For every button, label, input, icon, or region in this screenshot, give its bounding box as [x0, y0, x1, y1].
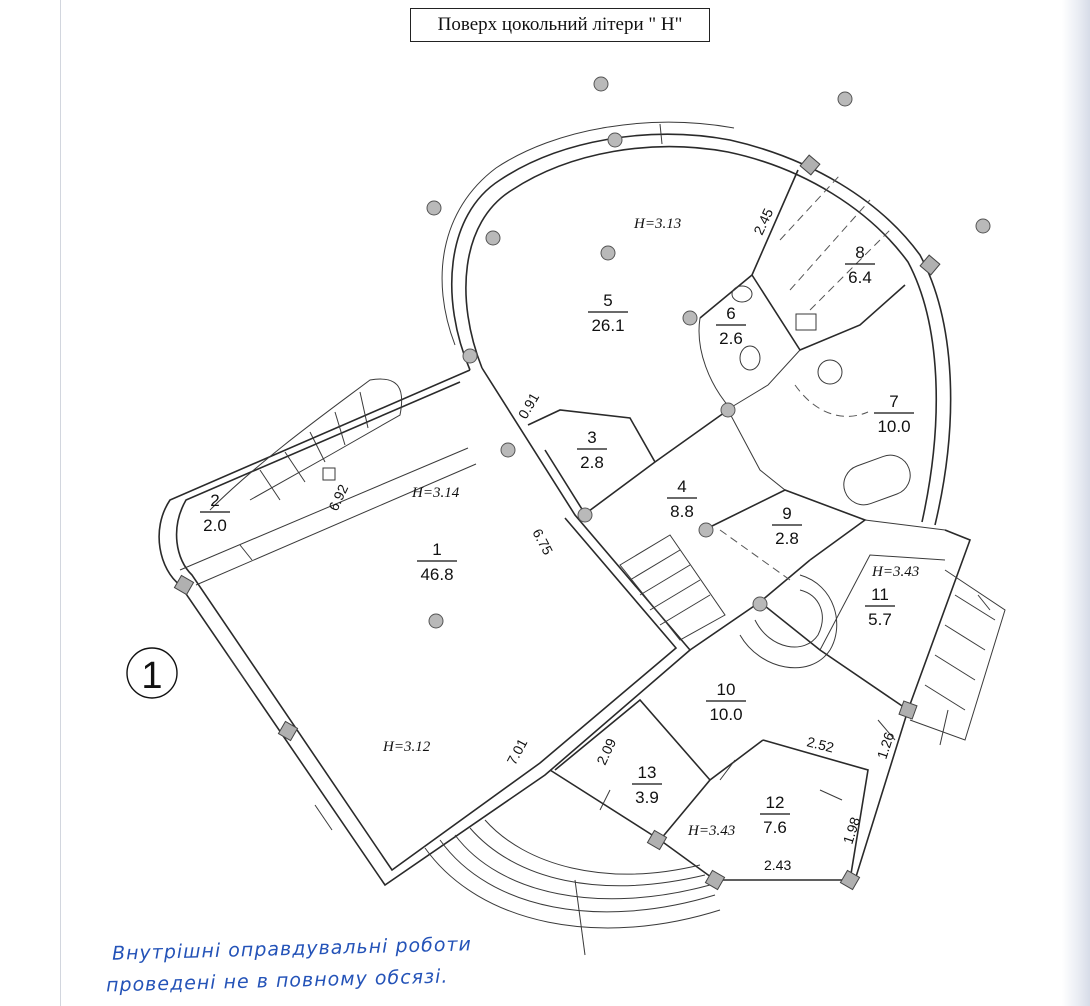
height-room-1-top: H=3.14	[411, 485, 460, 501]
svg-text:7: 7	[889, 392, 898, 411]
dim-2-45: 2.45	[750, 206, 776, 238]
svg-text:3: 3	[587, 428, 596, 447]
dim-6-75: 6.75	[529, 526, 556, 558]
dim-7-01: 7.01	[504, 736, 531, 768]
svg-text:6.4: 6.4	[848, 268, 872, 287]
room-label-1: 1 46.8	[417, 540, 457, 584]
height-room-11: H=3.43	[871, 564, 919, 580]
svg-text:1: 1	[432, 540, 441, 559]
lower-block	[424, 529, 1006, 956]
height-room-5: H=3.13	[633, 216, 681, 232]
svg-text:2.6: 2.6	[719, 329, 743, 348]
room-1-block	[158, 367, 692, 887]
svg-text:2: 2	[210, 491, 219, 510]
scan-right-edge	[1062, 0, 1090, 1006]
svg-text:5.7: 5.7	[868, 610, 892, 629]
svg-text:11: 11	[871, 585, 889, 604]
room-label-9: 9 2.8	[772, 504, 802, 548]
svg-text:8: 8	[855, 243, 864, 262]
svg-text:2.8: 2.8	[775, 529, 799, 548]
upper-round-block	[441, 121, 952, 526]
room-label-10: 10 10.0	[706, 680, 746, 724]
svg-text:9: 9	[782, 504, 791, 523]
middle-block	[527, 409, 946, 669]
room-label-7: 7 10.0	[874, 392, 914, 436]
dim-6-92: 6.92	[325, 482, 351, 514]
room-label-4: 4 8.8	[667, 477, 697, 521]
svg-text:8.8: 8.8	[670, 502, 694, 521]
svg-text:3.9: 3.9	[635, 788, 659, 807]
svg-text:1: 1	[141, 655, 162, 697]
dim-1-98: 1.98	[840, 815, 864, 846]
svg-text:2.8: 2.8	[580, 453, 604, 472]
plan-title: Поверх цокольний літери " Н"	[410, 8, 710, 42]
dim-2-52: 2.52	[805, 733, 836, 755]
room-label-13: 13 3.9	[632, 763, 662, 807]
room-label-8: 8 6.4	[845, 243, 875, 287]
height-room-12: H=3.43	[687, 823, 735, 839]
svg-text:2.0: 2.0	[203, 516, 227, 535]
dim-2-09: 2.09	[593, 736, 619, 768]
room-label-6: 6 2.6	[716, 304, 746, 348]
room-label-5: 5 26.1	[588, 291, 628, 335]
room-label-11: 11 5.7	[865, 585, 895, 629]
svg-text:4: 4	[677, 477, 686, 496]
svg-text:10: 10	[717, 680, 736, 699]
axis-marker: 1	[126, 647, 178, 699]
room-label-3: 3 2.8	[577, 428, 607, 472]
svg-text:6: 6	[726, 304, 735, 323]
svg-text:13: 13	[638, 763, 657, 782]
height-room-1-bottom: H=3.12	[382, 739, 431, 755]
svg-text:10.0: 10.0	[709, 705, 742, 724]
svg-text:46.8: 46.8	[420, 565, 453, 584]
svg-text:26.1: 26.1	[591, 316, 624, 335]
columns	[173, 76, 991, 891]
dim-2-43: 2.43	[764, 857, 791, 873]
room-label-12: 12 7.6	[760, 793, 790, 837]
svg-text:10.0: 10.0	[877, 417, 910, 436]
scan-left-margin	[0, 0, 61, 1006]
svg-text:7.6: 7.6	[763, 818, 787, 837]
svg-text:12: 12	[766, 793, 785, 812]
svg-text:5: 5	[603, 291, 612, 310]
dim-0-91: 0.91	[515, 390, 543, 422]
room-label-2: 2 2.0	[200, 491, 230, 535]
